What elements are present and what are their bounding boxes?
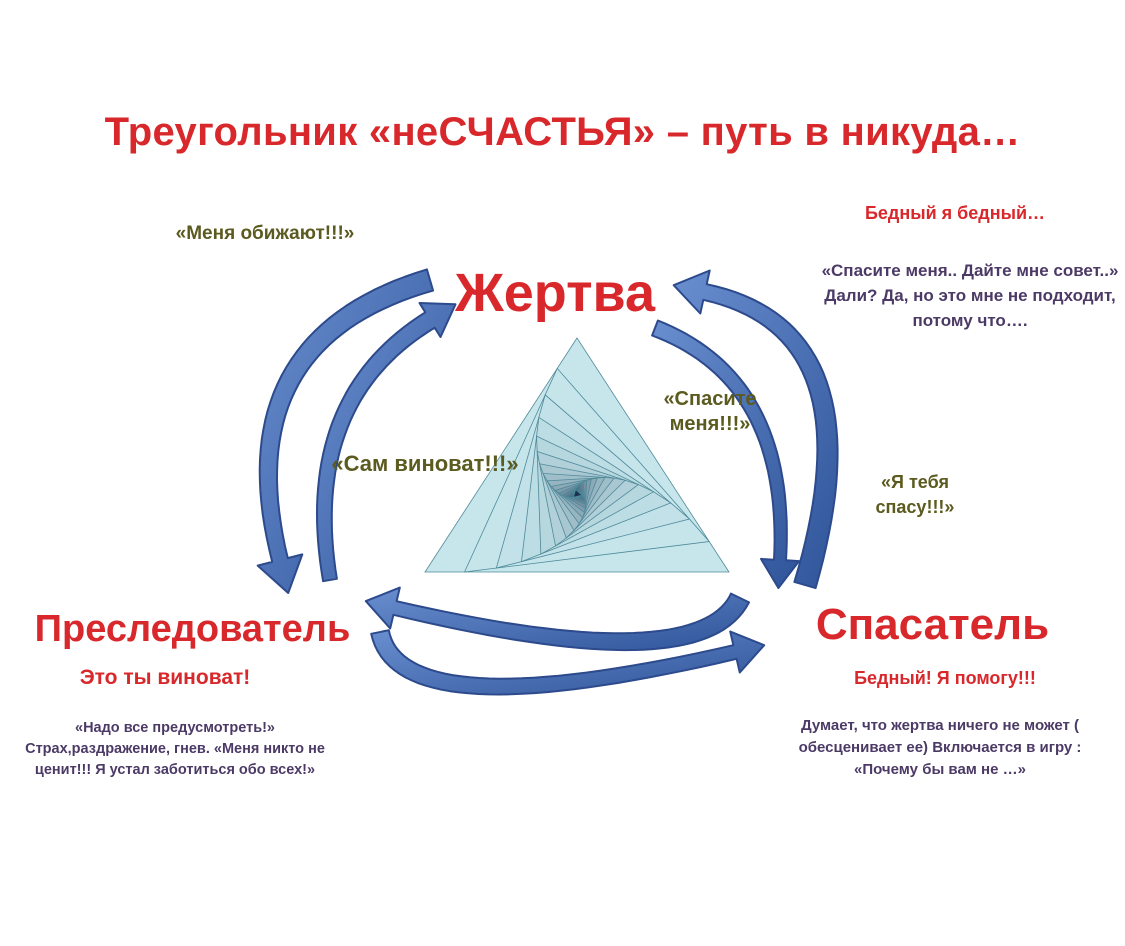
spiral-triangle-icon — [424, 337, 730, 573]
victim-label: Жертва — [454, 263, 656, 323]
persecutor-subtitle: Это ты виноват! — [79, 666, 251, 689]
victim-quote: «Меня обижают!!!» — [175, 223, 355, 244]
persecutor-description: «Надо все предусмотреть!» Страх,раздраже… — [25, 720, 325, 778]
persecutor-label: Преследователь — [34, 608, 351, 650]
curved-arrow-icon — [256, 268, 839, 696]
victim-speech: «Спасите меня.. Дайте мне совет..» Дали?… — [821, 261, 1119, 330]
rescuer-to-victim-quote: «Я тебя спасу!!!» — [875, 472, 955, 517]
persecutor-to-victim-quote: «Сам виноват!!!» — [331, 451, 519, 476]
rescuer-subtitle: Бедный! Я помогу!!! — [854, 668, 1036, 688]
rescuer-label: Спасатель — [815, 600, 1050, 649]
rescuer-description: Думает, что жертва ничего не может ( обе… — [798, 717, 1082, 778]
victim-poor-text: Бедный я бедный… — [864, 203, 1046, 223]
victim-to-rescuer-quote: «Спасите меня!!!» — [663, 388, 757, 435]
page-title: Треугольник «неСЧАСТЬЯ» – путь в никуда… — [104, 110, 1021, 154]
